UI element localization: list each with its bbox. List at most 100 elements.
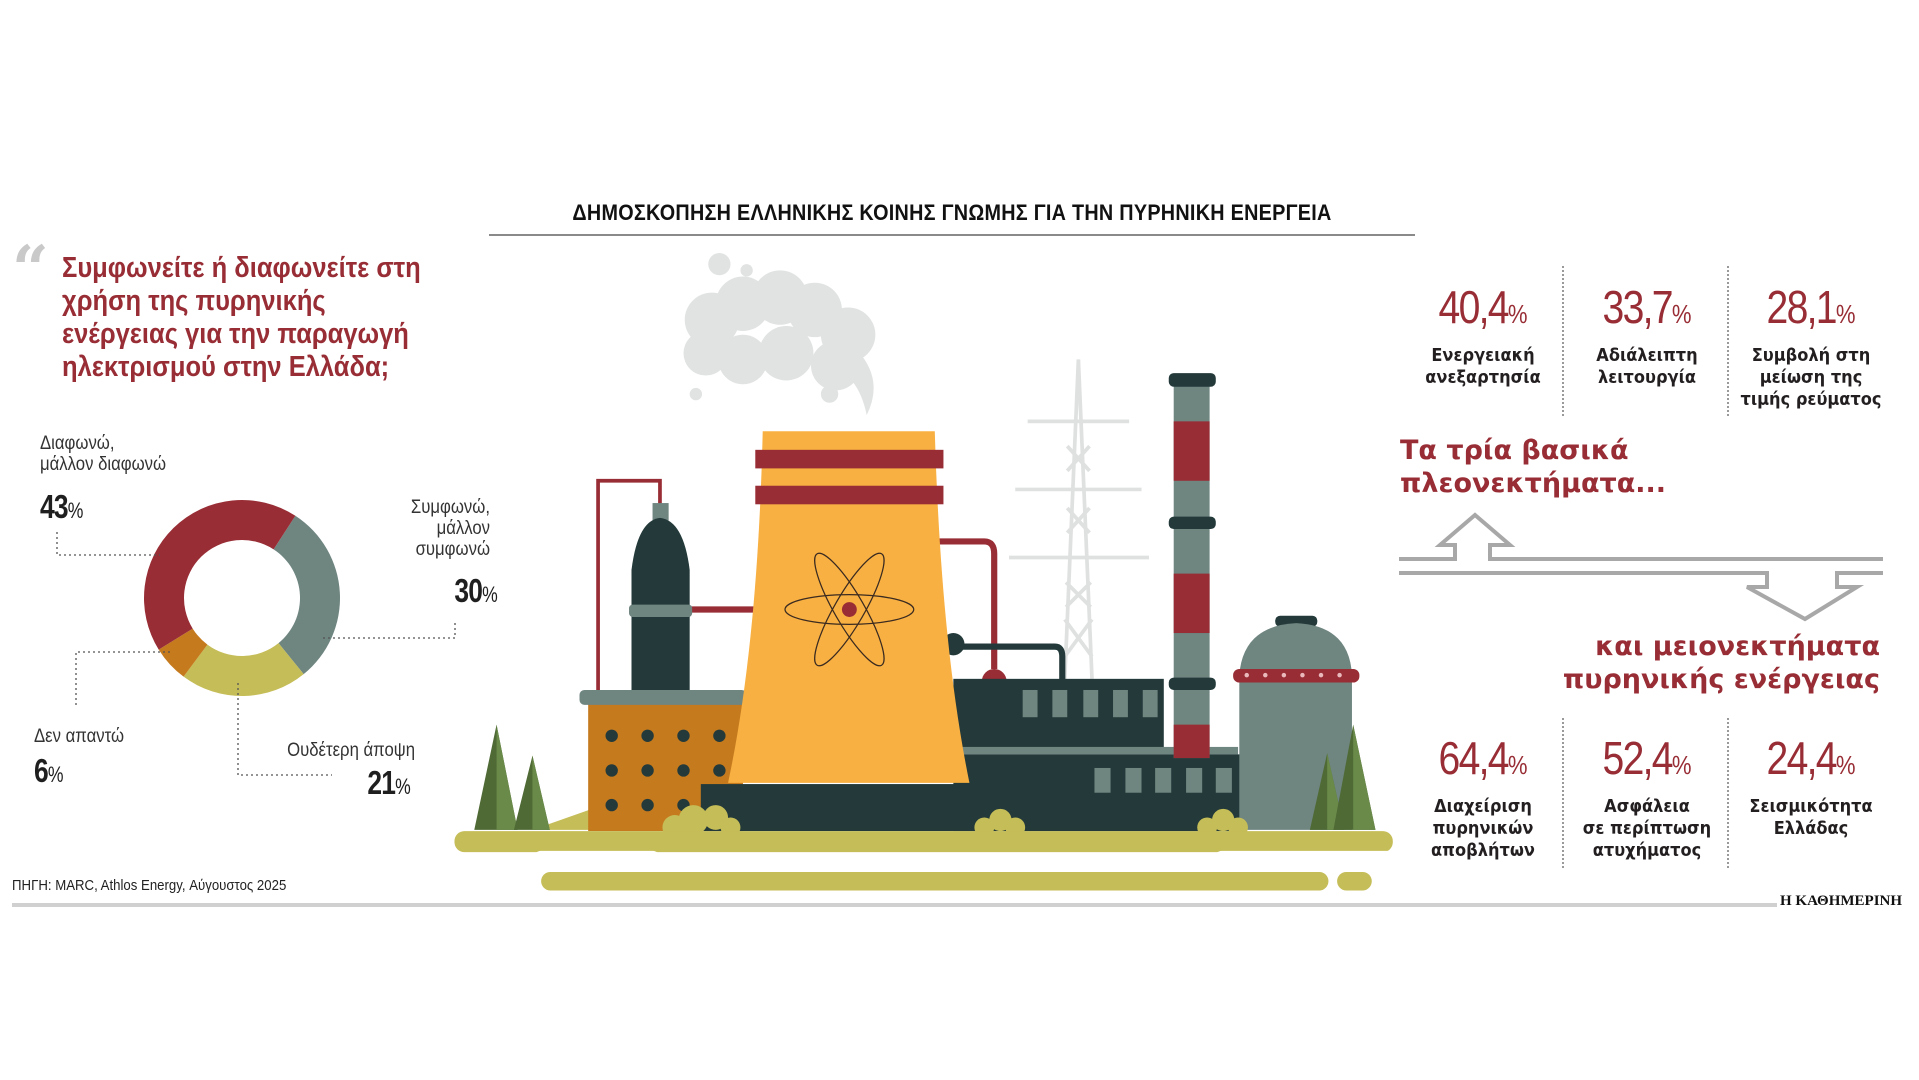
window (605, 764, 618, 777)
label-neutral: Ουδέτερη άποψη (287, 740, 415, 761)
leader-line-disagree (56, 532, 160, 556)
percent-sign: % (1835, 750, 1856, 780)
column-divider (1727, 266, 1729, 416)
label-line: Συμφωνώ, (410, 497, 490, 518)
heading-line: Τα τρία βασικά (1400, 435, 1629, 466)
column-divider (1562, 266, 1564, 416)
leader-line-neutral (237, 683, 332, 776)
percent-sign: % (1507, 299, 1528, 329)
atom-icon (784, 552, 915, 667)
donut-chart (56, 500, 456, 776)
window (1083, 689, 1099, 718)
column-divider (1727, 718, 1729, 868)
title-divider (489, 234, 1415, 236)
leader-line-agree (320, 623, 456, 639)
stat-label: Διαχείριση (1434, 796, 1532, 817)
column-divider (1562, 718, 1564, 868)
building-windows (605, 729, 726, 812)
disadvantages-heading: και μειονεκτήματα πυρηνικής ενέργειας (1480, 630, 1880, 696)
stat-value: 40,4 (1438, 281, 1510, 333)
donut-slice (158, 628, 208, 677)
stat-value: 28,1 (1766, 281, 1838, 333)
stat-value: 24,4 (1766, 732, 1838, 784)
pipe (938, 538, 998, 669)
label-line: μάλλον (436, 518, 490, 539)
value-neutral: 21% (346, 764, 410, 802)
gas-tank (631, 517, 690, 690)
arrows-divider (1399, 512, 1883, 622)
percent-sign: % (1671, 750, 1692, 780)
chimney-icon (1168, 373, 1216, 759)
donut-slices (144, 500, 340, 696)
leader-line-no-answer (75, 651, 170, 705)
stat-label: πυρηνικών (1432, 818, 1534, 839)
cooling-tower (728, 431, 970, 783)
heading-line: και μειονεκτήματα (1595, 631, 1880, 662)
value-number: 30 (454, 572, 483, 609)
arrow-up-icon (1399, 512, 1883, 561)
stat-value: 52,4 (1602, 732, 1674, 784)
label-no-answer: Δεν απαντώ (34, 726, 125, 747)
source-note: ΠΗΓΗ: MARC, Athlos Energy, Αύγουστος 202… (12, 877, 287, 894)
window (1186, 767, 1203, 793)
left-trees-icon (474, 724, 550, 830)
label-line: μάλλον διαφωνώ (40, 454, 167, 475)
building-windows (1022, 689, 1232, 793)
stat-label: Συμβολή στη (1751, 345, 1871, 366)
window (1142, 689, 1158, 718)
quote-mark-icon: “ (12, 232, 49, 307)
ground (454, 831, 1393, 853)
stat-label: Ενεργειακή (1431, 345, 1535, 366)
power-pylon-icon (1009, 359, 1149, 679)
stat-label: λειτουργία (1597, 367, 1697, 388)
window (641, 729, 654, 742)
pipe (953, 643, 1066, 682)
window (1052, 689, 1068, 718)
stat-label: ανεξαρτησία (1425, 367, 1541, 388)
stat-value: 64,4 (1438, 732, 1510, 784)
publisher-logo: Η ΚΑΘΗΜΕΡΙΝΗ (1780, 893, 1903, 909)
donut-slice (183, 643, 304, 696)
value-no-answer: 6% (34, 752, 64, 790)
heading-line: πυρηνικής ενέργειας (1562, 664, 1880, 695)
percent-sign: % (1835, 299, 1856, 329)
stat-label: Αδιάλειπτη (1596, 345, 1698, 366)
stat-label: ατυχήματος (1592, 840, 1702, 861)
stat-label: μείωση της (1759, 367, 1863, 388)
value-number: 21 (367, 764, 396, 801)
donut-slice (144, 500, 296, 650)
window (713, 764, 726, 777)
page-title: ΔΗΜΟΣΚΟΠΗΣΗ ΕΛΛΗΝΙΚΗΣ ΚΟΙΝΗΣ ΓΝΩΜΗΣ ΓΙΑ … (572, 200, 1332, 225)
percent-sign: % (1671, 299, 1692, 329)
advantages-heading: Τα τρία βασικά πλεονεκτήματα... (1400, 434, 1666, 500)
label-line: Διαφωνώ, (40, 433, 115, 454)
percent-sign: % (395, 774, 411, 799)
window (1022, 689, 1038, 718)
steam-cloud-icon (683, 253, 876, 416)
percent-sign: % (1507, 750, 1528, 780)
window (1155, 767, 1172, 793)
stat-value: 33,7 (1602, 281, 1674, 333)
nuclear-plant-illustration (454, 253, 1399, 891)
value-number: 6 (34, 752, 49, 789)
survey-question: Συμφωνείτε ή διαφωνείτε στη χρήση της πυ… (62, 252, 421, 383)
donut-slice (273, 515, 340, 675)
window (1215, 767, 1232, 793)
label-line: συμφωνώ (415, 539, 490, 560)
window (677, 729, 690, 742)
stat-label: αποβλήτων (1431, 840, 1535, 861)
stat-label: Σεισμικότητα (1749, 796, 1873, 817)
stat-label: Ελλάδας (1773, 818, 1849, 839)
percent-sign: % (482, 582, 498, 607)
window (1113, 689, 1128, 718)
stat-label: Ασφάλεια (1604, 796, 1690, 817)
window (1125, 767, 1142, 793)
tank-cap (652, 503, 669, 521)
percent-sign: % (67, 498, 84, 523)
percent-sign: % (47, 762, 64, 787)
stat-label: σε περίπτωση (1582, 818, 1712, 839)
arrow-down-icon (1399, 571, 1883, 622)
